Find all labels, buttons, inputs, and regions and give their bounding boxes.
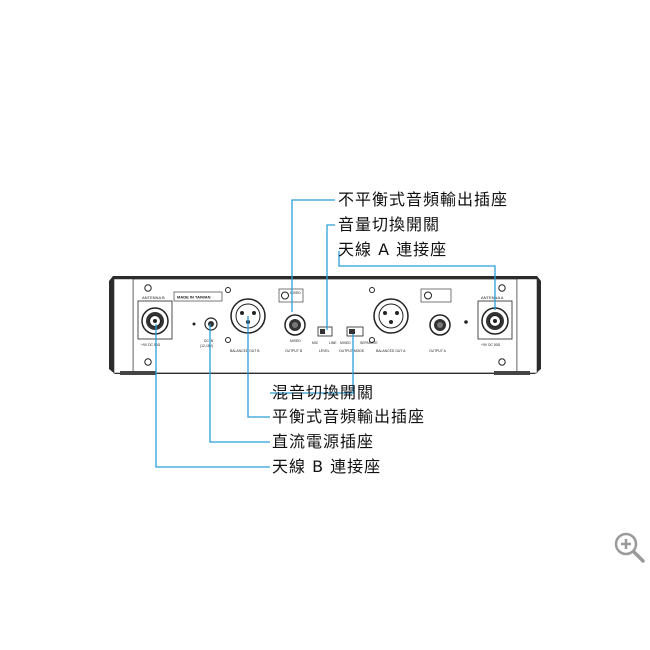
output-a-label: OUTPUT A	[429, 349, 447, 353]
callout-dc-input: 直流電源插座	[272, 432, 375, 451]
balanced-out-a-xlr: BALANCED OUT A	[373, 298, 409, 353]
balanced-out-a-label: BALANCED OUT A	[376, 349, 406, 353]
antenna-b-connector: ANTENNA B +9V DC 50Ω	[137, 295, 173, 347]
line-label: LINE	[329, 341, 337, 345]
leader-antenna-a	[338, 251, 496, 310]
dc-in-label: DC IN	[204, 339, 214, 343]
antenna-a-connector: ANTENNA A +9V DC 50Ω	[477, 295, 513, 347]
output-a-jack: OUTPUT A	[420, 288, 452, 353]
leader-antenna-b	[155, 324, 270, 468]
antenna-b-power-label: +9V DC 50Ω	[141, 343, 161, 347]
leader-balanced-output	[247, 316, 270, 418]
indicator-dot	[464, 320, 468, 324]
antenna-b-label: ANTENNA B	[142, 295, 165, 300]
leader-unbalanced-output	[291, 199, 335, 312]
chassis	[109, 276, 541, 375]
callout-antenna-a: 天線 A 連接座	[338, 240, 448, 259]
callout-balanced-output: 平衡式音頻輸出插座	[272, 407, 426, 426]
callout-mix-switch: 混音切換開關	[272, 383, 375, 402]
dc-input-jack: DC IN (12-18V)	[192, 317, 218, 348]
leader-mix-switch	[270, 334, 354, 394]
made-in-label: MADE IN TAIWAN	[177, 295, 211, 300]
output-b-jack: MIXED MIXED OUTPUT B	[278, 288, 306, 353]
mixed-small-label: MIXED	[340, 341, 351, 345]
mixed-top-label: MIXED	[290, 291, 301, 295]
antenna-a-power-label: +9V DC 50Ω	[481, 343, 501, 347]
antenna-a-label: ANTENNA A	[481, 295, 504, 300]
screws	[144, 284, 506, 366]
leader-dc-input	[209, 324, 270, 443]
output-b-label: OUTPUT B	[285, 349, 303, 353]
leader-lines	[155, 199, 496, 468]
separate-label: SEPARATE	[360, 341, 378, 345]
level-switch: MIC LINE LEVEL	[312, 326, 337, 353]
zoom-in-icon[interactable]	[612, 530, 646, 564]
callout-volume-switch: 音量切換開關	[338, 215, 441, 234]
output-mode-label: OUTPUT MODE	[339, 349, 365, 353]
balanced-out-b-label: BALANCED OUT B	[230, 349, 260, 353]
mixed-label: MIXED	[290, 339, 301, 343]
callout-unbalanced-output: 不平衡式音頻輸出插座	[338, 190, 509, 209]
output-mode-switch: MIXED SEPARATE OUTPUT MODE	[339, 326, 378, 353]
leader-volume-switch	[326, 224, 335, 330]
made-in-label-box	[173, 291, 223, 302]
mic-label: MIC	[312, 341, 319, 345]
dc-in-voltage: (12-18V)	[200, 344, 213, 348]
callout-antenna-b: 天線 B 連接座	[272, 457, 382, 476]
level-label: LEVEL	[319, 349, 330, 353]
